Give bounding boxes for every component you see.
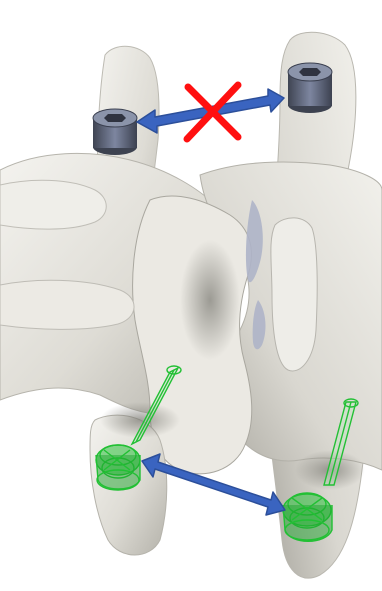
screw-gray-right (288, 63, 332, 113)
transverse-process-left-bottom (0, 280, 134, 329)
transverse-process-left-top (0, 180, 106, 229)
shadow-center (180, 240, 240, 360)
screw-gray-left (93, 109, 137, 155)
pedicle-right (271, 218, 317, 371)
